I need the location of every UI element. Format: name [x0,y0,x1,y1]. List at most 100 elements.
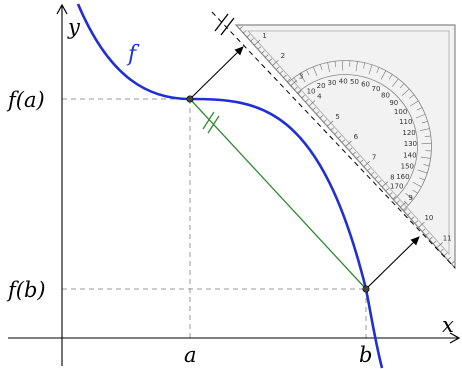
point-a [186,95,194,103]
guide-lines [62,98,367,338]
scale-tick [264,54,269,58]
parallel-mark-2 [220,17,235,36]
protractor-tick [320,64,323,71]
scale-tick [327,120,334,127]
protractor-label: 110 [399,118,412,126]
scale-tick [268,58,273,62]
secant-mark-1 [202,111,215,130]
scale-tick [305,99,309,103]
protractor-tick [415,113,426,119]
protractor-tick [363,62,366,69]
scale-tick [246,34,251,38]
x-axis-label: x [442,313,454,337]
scale-tick [341,139,346,143]
protractor-tick [299,73,306,83]
edge-scale-label: 2 [281,52,285,60]
protractor-label: 130 [404,140,417,148]
protractor-tick [399,83,405,89]
scale-tick [279,70,283,74]
protractor-label: 10 [307,87,316,95]
protractor-arc [297,74,418,201]
protractor-label: 30 [327,79,336,87]
scale-tick [389,192,393,196]
protractor-label: 150 [401,163,414,171]
edge-scale-label: 7 [372,153,376,161]
scale-tick [250,38,254,42]
tangent-arrow-a [189,46,244,100]
protractor-tick [312,66,318,77]
scale-tick [316,111,320,115]
protractor-tick [420,156,431,159]
scale-tick [436,242,443,248]
protractor-tick [419,128,430,131]
scale-tick [356,155,360,159]
protractor-tick [412,181,422,188]
tangent-arrow-b [365,236,420,290]
scale-tick [410,216,415,220]
protractor-tick [368,64,373,75]
protractor-tick [380,70,387,80]
scale-tick [348,147,353,151]
fb-label: f(b) [6,278,46,302]
scale-tick [286,78,291,82]
scale-tick [319,115,324,119]
scale-tick [385,188,389,192]
scale-tick [239,26,243,30]
scale-tick [400,201,407,208]
protractor-tick [334,61,337,68]
scale-tick [243,30,247,34]
scale-tick [323,119,327,123]
scale-tick [359,159,364,163]
scale-tick [418,221,425,228]
scale-tick [294,86,298,91]
protractor-label: 80 [381,91,390,99]
protractor-tick [401,88,410,96]
edge-scale-label: 3 [299,72,303,80]
scale-tick [334,131,338,135]
protractor-label: 50 [350,78,359,86]
scale-tick [451,261,455,265]
scale-tick [301,94,305,99]
hypotenuse-ticks [239,26,455,265]
edge-scale-label: 10 [424,214,433,222]
edge-scale-label: 6 [354,133,359,141]
scale-tick [429,236,433,240]
scale-tick [363,161,370,167]
scale-tick [352,151,356,155]
protractor-tick [306,69,310,76]
scale-tick [312,107,316,111]
y-axis-label: y [67,15,81,39]
scale-tick [308,100,316,107]
scale-tick [407,212,411,216]
scale-tick [414,220,419,224]
protractor-label: 160 [396,173,409,181]
protractor-label: 90 [389,99,398,107]
scale-tick [257,46,262,50]
scale-tick [370,171,375,176]
edge-scale-label: 9 [408,194,412,202]
protractor-tick [405,193,414,200]
edge-scale-label: 4 [317,93,322,101]
scale-tick [381,181,389,188]
scale-tick [297,90,302,95]
protractor-label: 140 [403,152,416,160]
set-square-inner-edge [247,30,450,256]
curve-label: f [126,42,140,67]
scale-tick [443,252,448,257]
scale-tick [403,208,408,212]
protractor-tick [424,135,431,138]
protractor-label: 100 [394,108,407,116]
scale-tick [261,50,265,54]
protractor-tick [287,82,295,91]
scale-tick [425,232,429,236]
scale-tick [432,240,437,244]
scale-tick [272,59,279,66]
curve-f [76,3,384,369]
edge-scale-label: 11 [443,234,452,242]
parallel-mark-1 [214,13,229,32]
tangent-dashed-line [211,11,456,269]
a-label: a [184,343,197,367]
